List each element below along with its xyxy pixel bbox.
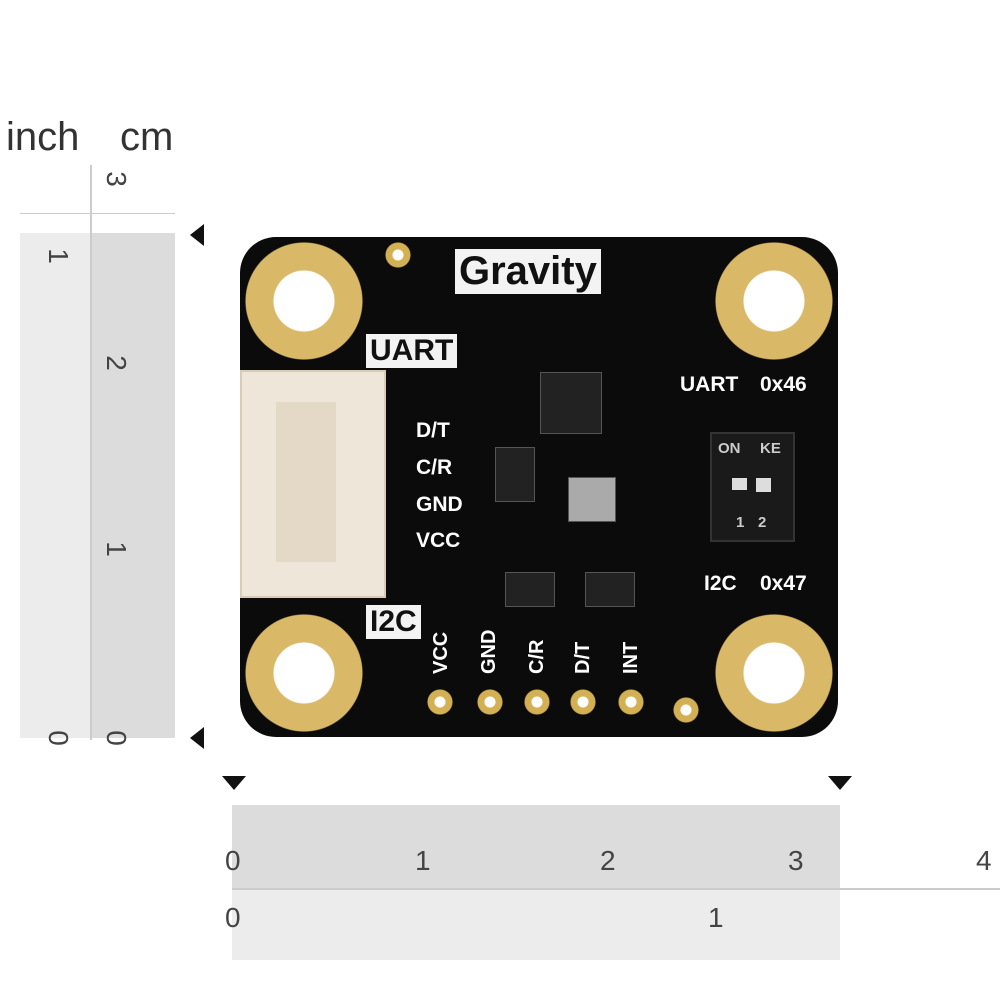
pin-pad: [385, 242, 411, 268]
left-cm-label: 3: [100, 171, 132, 187]
ic-chip: [540, 372, 602, 434]
mounting-hole: [714, 241, 834, 361]
switch-label-0x47: 0x47: [760, 572, 807, 595]
bottom-cm-label: 4: [976, 845, 992, 876]
marker-arrow-icon: [190, 224, 204, 246]
transistor: [495, 447, 535, 502]
switch-label-i2c: I2C: [704, 572, 737, 595]
bottom-cm-label: 3: [788, 845, 804, 876]
i2c-label: I2C: [366, 605, 421, 639]
switch-number: 1: [736, 514, 745, 531]
mounting-hole: [714, 613, 834, 733]
left-ruler: [20, 165, 175, 740]
pin-label: GND: [478, 629, 500, 674]
left-inch-label: 1: [42, 248, 74, 264]
switch-ke-label: KE: [760, 440, 781, 457]
bottom-cm-label: 0: [225, 845, 241, 876]
pin-pad: [427, 689, 453, 715]
pin-pad: [570, 689, 596, 715]
uart-label: UART: [366, 334, 458, 368]
marker-arrow-icon: [222, 776, 246, 790]
bottom-inch-label: 0: [225, 902, 241, 933]
pin-label: D/T: [416, 419, 450, 442]
pin-pad: [673, 697, 699, 723]
pin-label: GND: [416, 493, 463, 516]
cm-unit-label: cm: [120, 115, 174, 159]
sensor-chip: [568, 477, 616, 522]
bottom-inch-label: 1: [708, 902, 724, 933]
left-cm-label: 1: [100, 541, 132, 557]
pin-label: D/T: [572, 641, 594, 674]
switch-toggle-1[interactable]: [732, 478, 747, 490]
bottom-cm-label: 2: [600, 845, 616, 876]
mounting-hole: [244, 241, 364, 361]
pin-label: VCC: [430, 631, 452, 674]
pin-pad: [618, 689, 644, 715]
switch-label-uart: UART: [680, 373, 739, 396]
mounting-hole: [244, 613, 364, 733]
pin-label: C/R: [526, 639, 548, 674]
dip-switch[interactable]: ON KE 1 2: [710, 432, 795, 542]
pin-label: INT: [620, 641, 642, 674]
pin-label: C/R: [416, 456, 453, 479]
pin-label: VCC: [416, 529, 461, 552]
switch-number: 2: [758, 514, 767, 531]
switch-on-label: ON: [718, 440, 741, 457]
bottom-ruler: [232, 800, 1000, 965]
left-cm-label: 0: [100, 730, 132, 746]
bottom-cm-label: 1: [415, 845, 431, 876]
transistor: [585, 572, 635, 607]
sensor-board: Gravity UART I2C D/T C/R GND VCC UART 0x…: [240, 237, 838, 737]
inch-unit-label: inch: [6, 115, 80, 159]
transistor: [505, 572, 555, 607]
switch-label-0x46: 0x46: [760, 373, 807, 396]
left-inch-label: 0: [42, 730, 74, 746]
pin-pad: [524, 689, 550, 715]
brand-label: Gravity: [455, 249, 601, 294]
switch-toggle-2[interactable]: [756, 478, 771, 492]
marker-arrow-icon: [190, 727, 204, 749]
pin-pad: [477, 689, 503, 715]
marker-arrow-icon: [828, 776, 852, 790]
left-cm-label: 2: [100, 355, 132, 371]
